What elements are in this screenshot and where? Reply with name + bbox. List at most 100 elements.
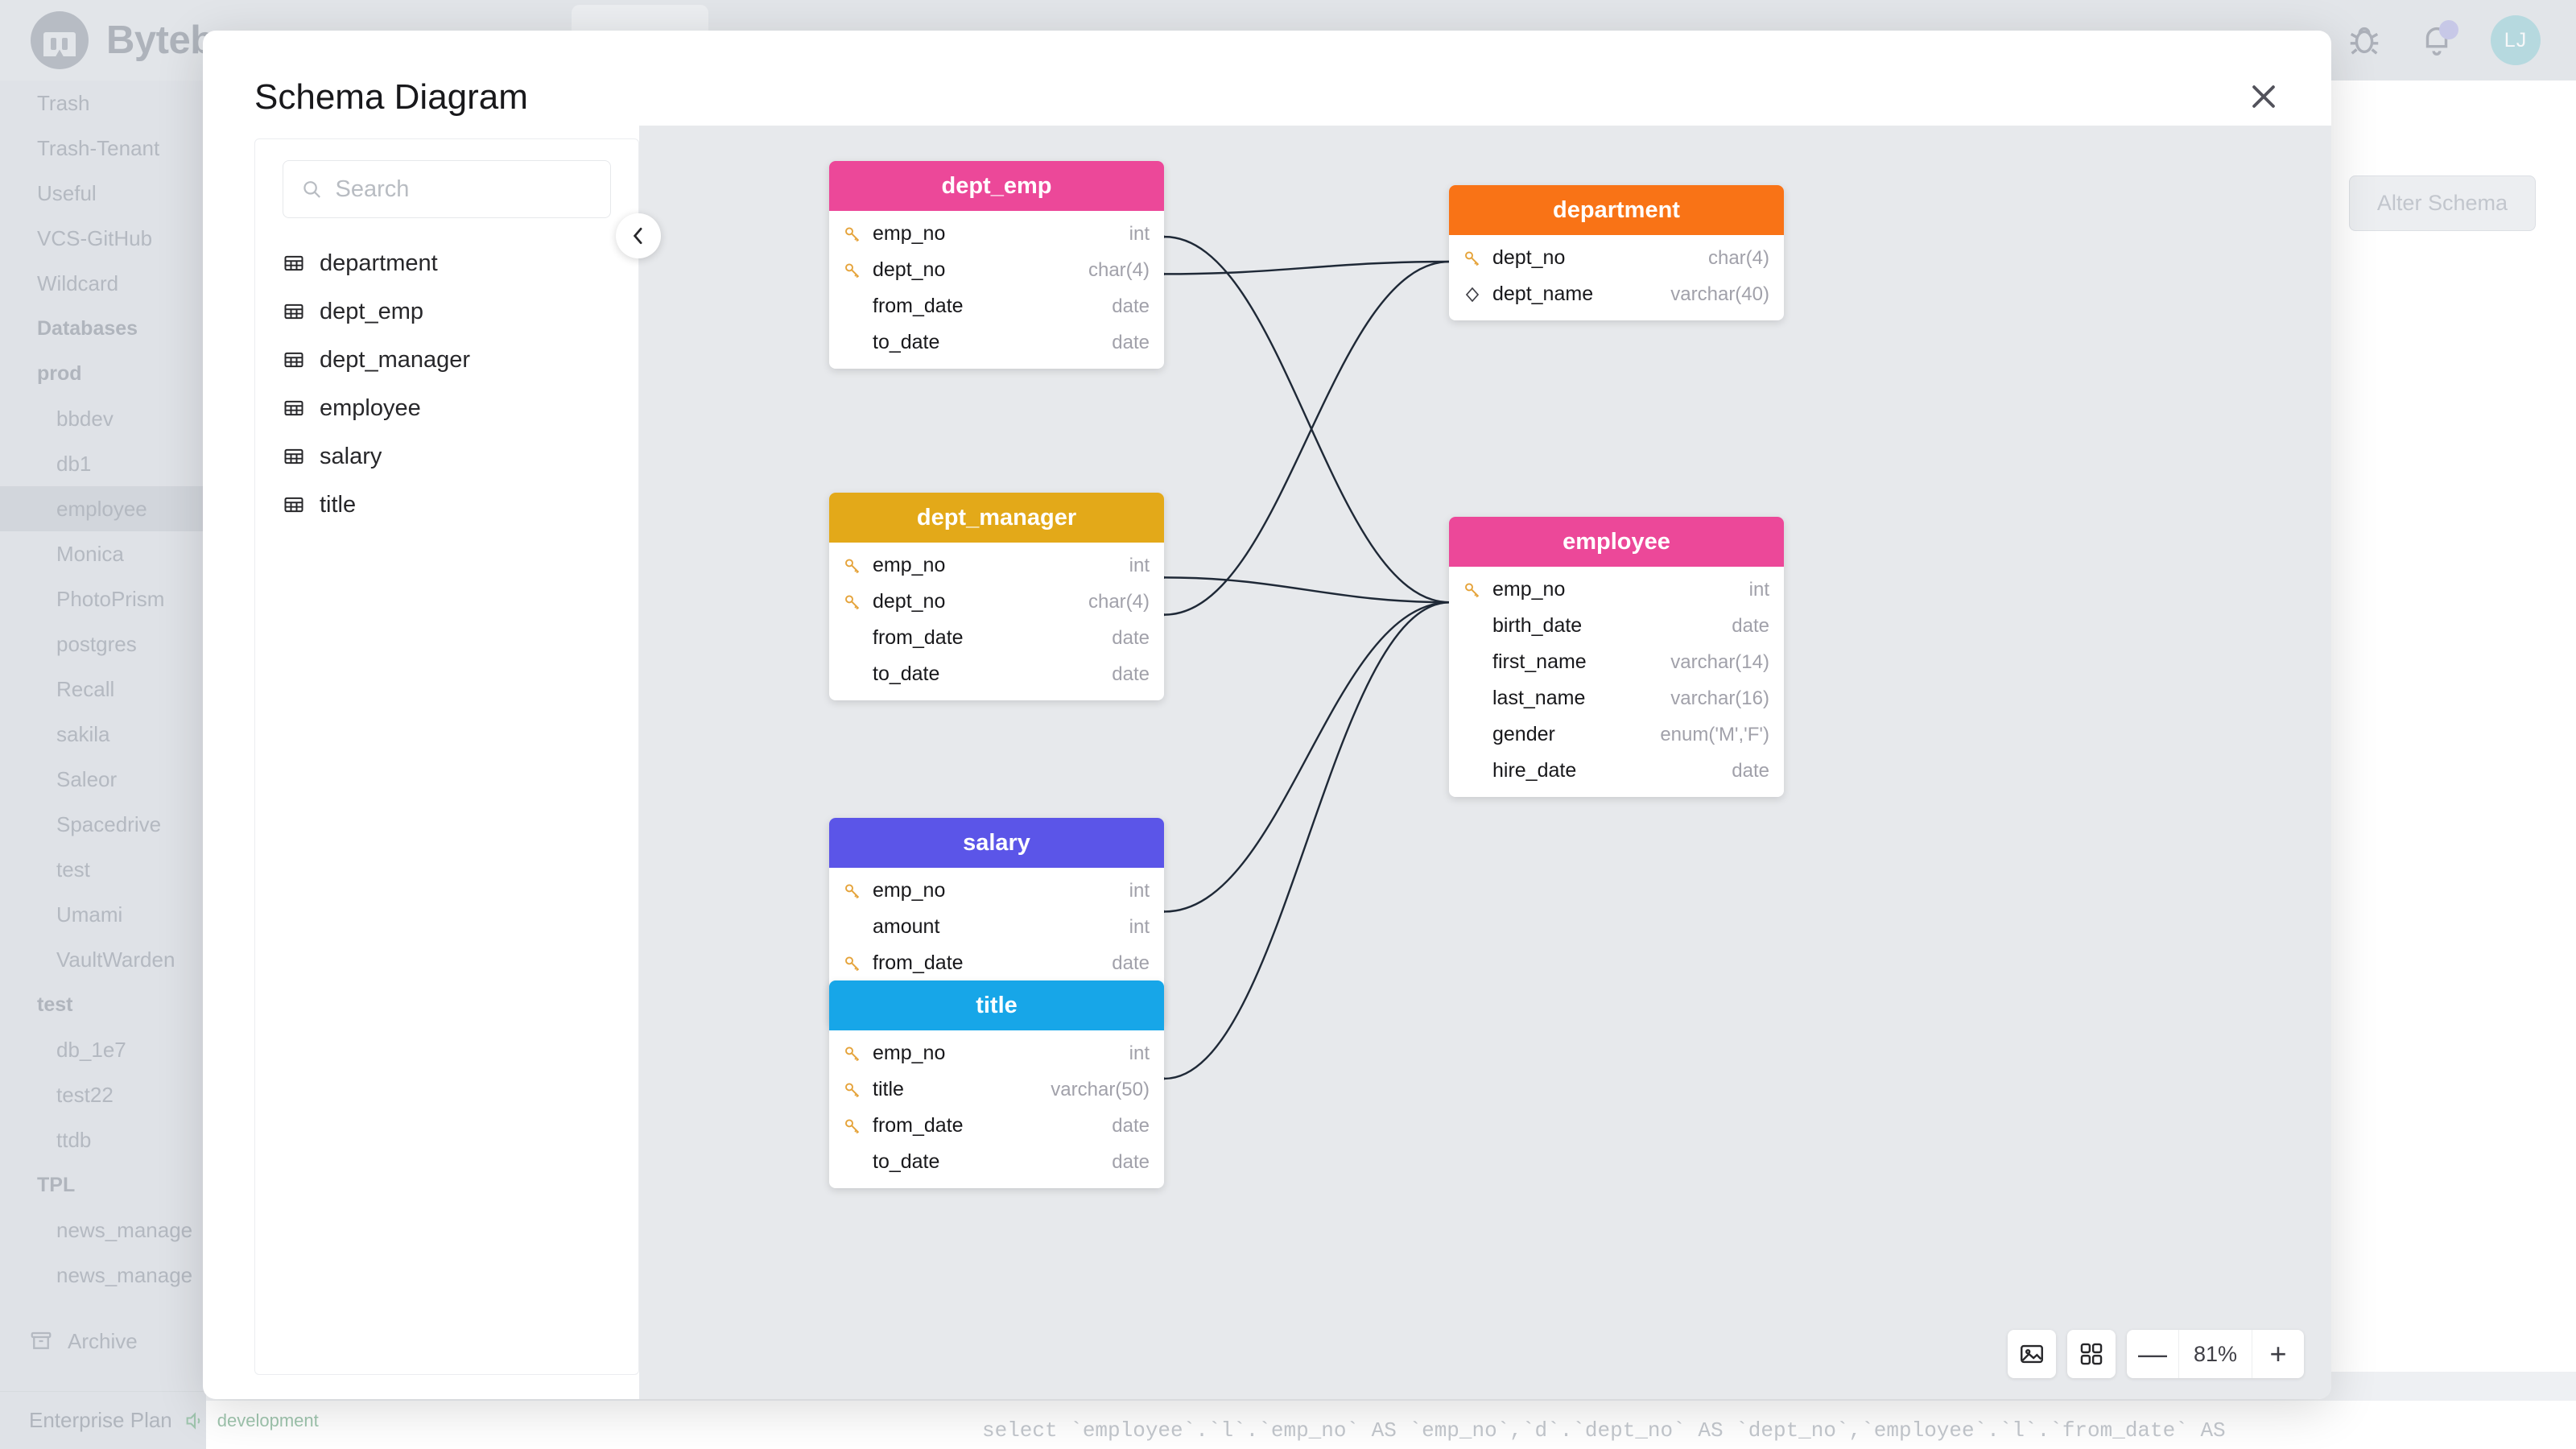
key-icon [845, 1118, 860, 1133]
column-row-to_date[interactable]: to_date date [829, 324, 1164, 361]
table-list-item-dept_manager[interactable]: dept_manager [283, 336, 611, 384]
column-row-emp_no[interactable]: emp_no int [829, 1035, 1164, 1071]
sidebar-item-db1[interactable]: db1 [0, 441, 206, 486]
grid-layout-icon[interactable] [2067, 1330, 2116, 1378]
sidebar-item-label: bbdev [56, 406, 114, 431]
sidebar-item-useful[interactable]: Useful [0, 171, 206, 216]
avatar[interactable]: LJ [2491, 15, 2541, 65]
column-name: from_date [873, 295, 964, 317]
sidebar-item-trash-tenant[interactable]: Trash-Tenant [0, 126, 206, 171]
column-type: varchar(14) [1670, 650, 1769, 673]
column-type: int [1129, 1042, 1150, 1064]
edge-department.dept_no-to-dept_emp.dept_no [1164, 260, 1450, 275]
sidebar-item-ttdb[interactable]: ttdb [0, 1117, 206, 1162]
sidebar-item-vaultwarden[interactable]: VaultWarden [0, 937, 206, 982]
table-list-item-title[interactable]: title [283, 481, 611, 529]
sidebar-item-label: employee [56, 496, 147, 521]
sidebar-item-postgres[interactable]: postgres [0, 621, 206, 667]
bell-icon[interactable] [2418, 20, 2458, 59]
close-icon[interactable] [2241, 74, 2286, 119]
column-type: char(4) [1707, 246, 1769, 269]
column-type: date [1112, 663, 1150, 685]
sidebar-item-trash[interactable]: Trash [0, 80, 206, 126]
column-row-emp_no[interactable]: emp_no int [829, 216, 1164, 252]
sidebar-item-label: Databases [37, 316, 138, 340]
table-list-item-dept_emp[interactable]: dept_emp [283, 287, 611, 336]
table-list-item-salary[interactable]: salary [283, 432, 611, 481]
sidebar-item-photoprism[interactable]: PhotoPrism [0, 576, 206, 621]
sidebar-item-news-manage[interactable]: news_manage [0, 1208, 206, 1253]
collapse-panel-button[interactable] [616, 213, 661, 258]
edge-employee.emp_no-to-dept_emp.emp_no [1164, 235, 1450, 604]
column-name: to_date [873, 331, 940, 353]
image-export-icon[interactable] [2008, 1330, 2056, 1378]
search-input[interactable] [335, 175, 592, 203]
bug-icon[interactable] [2346, 22, 2383, 59]
sidebar-item-saleor[interactable]: Saleor [0, 757, 206, 802]
sidebar-item-recall[interactable]: Recall [0, 667, 206, 712]
column-type: int [1129, 222, 1150, 245]
column-name: from_date [873, 1114, 964, 1137]
sidebar-item-umami[interactable]: Umami [0, 892, 206, 937]
table-list-item-department[interactable]: department [283, 239, 611, 287]
column-name: emp_no [873, 222, 946, 245]
zoom-controls: — 81% + [2127, 1330, 2304, 1378]
column-name: emp_no [873, 1042, 946, 1064]
sidebar-item-test[interactable]: test [0, 847, 206, 892]
sql-preview: select `employee`.`l`.`emp_no` AS `emp_n… [982, 1418, 2226, 1443]
environment-badge: development [217, 1410, 319, 1430]
column-type: date [1112, 331, 1150, 353]
sidebar-item-vcs-github[interactable]: VCS-GitHub [0, 216, 206, 261]
sidebar-item-db-1e7[interactable]: db_1e7 [0, 1027, 206, 1072]
zoom-in-button[interactable]: + [2269, 1337, 2287, 1370]
sidebar-item-wildcard[interactable]: Wildcard [0, 261, 206, 306]
column-type: date [1112, 1150, 1150, 1173]
search-box[interactable] [283, 160, 611, 218]
alter-schema-button[interactable]: Alter Schema [2348, 175, 2536, 231]
sidebar-item-test22[interactable]: test22 [0, 1072, 206, 1117]
sidebar-item-archive[interactable]: Archive [0, 1317, 206, 1365]
table-list-item-label: employee [320, 394, 421, 421]
sidebar-item-employee[interactable]: employee [0, 486, 206, 531]
speaker-icon[interactable] [184, 1410, 206, 1432]
sidebar-item-bbdev[interactable]: bbdev [0, 396, 206, 441]
zoom-out-button[interactable]: — [2138, 1337, 2167, 1370]
table-list-item-employee[interactable]: employee [283, 384, 611, 432]
column-name: from_date [873, 626, 964, 649]
sidebar-item-sakila[interactable]: sakila [0, 712, 206, 757]
sidebar-item-monica[interactable]: Monica [0, 531, 206, 576]
sidebar-item-spacedrive[interactable]: Spacedrive [0, 802, 206, 847]
sidebar-item-news-manage[interactable]: news_manage [0, 1253, 206, 1298]
column-type: char(4) [1088, 258, 1150, 281]
